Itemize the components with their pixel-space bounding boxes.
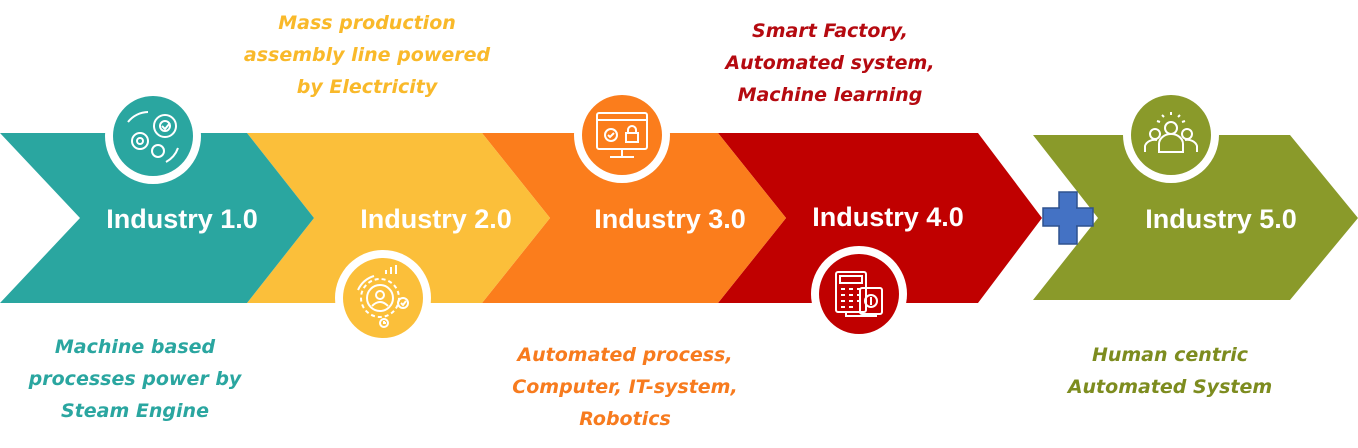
stage-title-3: Industry 3.0 xyxy=(594,204,746,234)
stage-description-3-line-2: Computer, IT-system, xyxy=(512,376,738,398)
stage-description-4-line-1: Smart Factory, xyxy=(752,20,908,42)
stage-description-3-line-1: Automated process, xyxy=(517,344,733,366)
calculator-money-icon xyxy=(811,246,907,342)
stage-description-1-line-1: Machine based xyxy=(54,336,216,358)
stage-title-1: Industry 1.0 xyxy=(106,204,258,234)
stage-description-3: Automated process, Computer, IT-system, … xyxy=(485,339,765,435)
stage-arrow-3 xyxy=(482,133,786,303)
stage-arrow-4 xyxy=(718,133,1042,303)
stage-description-1-line-2: processes power by xyxy=(28,368,242,390)
computer-monitor-lock-icon xyxy=(574,87,670,183)
stage-description-1-line-3: Steam Engine xyxy=(61,400,209,422)
stage-description-5-line-2: Automated System xyxy=(1067,376,1273,398)
stage-title-4: Industry 4.0 xyxy=(812,202,964,232)
stage-description-2-line-2: assembly line powered xyxy=(243,44,491,66)
stage-description-4-line-3: Machine learning xyxy=(737,84,923,106)
stage-description-4-line-2: Automated system, xyxy=(725,52,935,74)
stage-description-2-line-3: by Electricity xyxy=(296,76,438,98)
stage-arrow-5 xyxy=(1033,135,1358,300)
people-group-icon xyxy=(1123,87,1219,183)
stage-description-5-line-1: Human centric xyxy=(1091,344,1249,366)
stage-description-1: Machine based processes power by Steam E… xyxy=(10,331,260,427)
gear-person-chart-icon xyxy=(335,250,431,346)
stage-description-5: Human centric Automated System xyxy=(1040,339,1300,403)
stage-title-2: Industry 2.0 xyxy=(360,204,512,234)
stage-arrow-1 xyxy=(0,133,314,303)
stage-description-2-line-1: Mass production xyxy=(278,12,456,34)
stage-description-3-line-3: Robotics xyxy=(579,408,671,430)
stage-description-4: Smart Factory, Automated system, Machine… xyxy=(695,15,965,111)
stage-arrow-2 xyxy=(247,133,550,303)
plus-icon xyxy=(1042,191,1094,245)
stage-title-5: Industry 5.0 xyxy=(1145,204,1297,234)
stage-description-2: Mass production assembly line powered by… xyxy=(222,7,512,103)
gears-check-icon xyxy=(105,88,201,184)
